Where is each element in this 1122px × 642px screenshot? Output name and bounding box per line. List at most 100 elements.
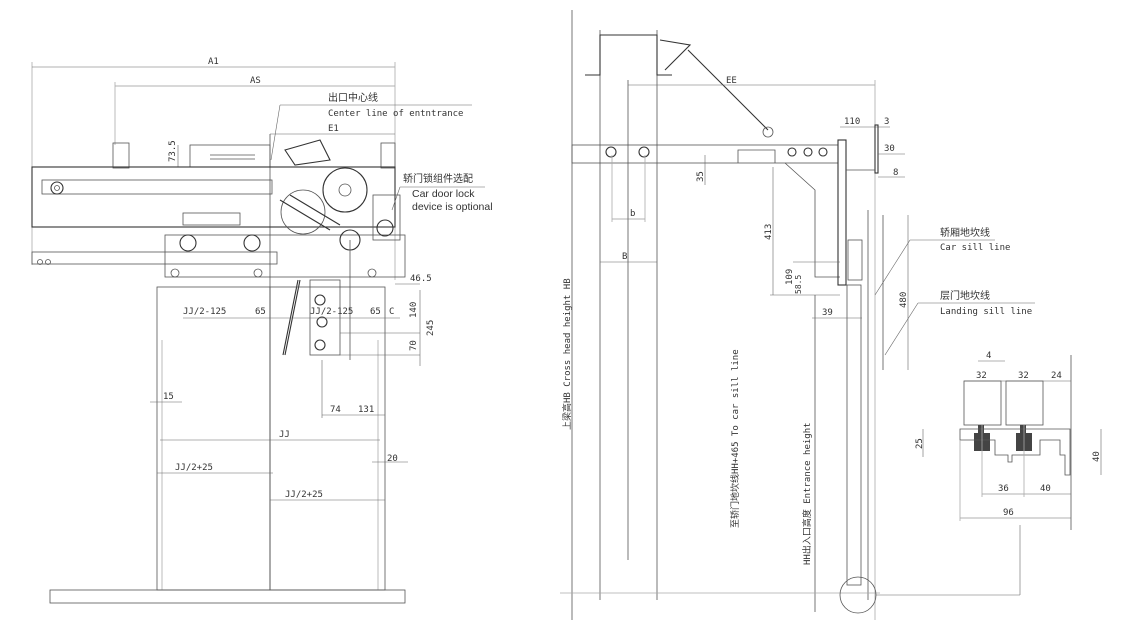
center-line-label-en: Center line of entntrance (328, 109, 463, 119)
beam-hole (638, 146, 650, 158)
lock-label-en-1: Car door lock (412, 188, 475, 200)
bolt (37, 259, 43, 265)
dim-24: 24 (1051, 371, 1062, 381)
vane-plate (309, 279, 341, 356)
dim-jj: JJ (279, 430, 290, 440)
hanger-detail (847, 239, 863, 281)
dim-40-bottom: 40 (1040, 484, 1051, 494)
bolt (170, 268, 180, 278)
lock-label-cn: 轿门锁组件选配 (403, 172, 473, 185)
hanger-bracket (182, 212, 241, 226)
lock-leader-2 (391, 186, 401, 211)
dim-20: 20 (387, 454, 398, 464)
right-door-shoe-block (1005, 380, 1044, 426)
landing-plate (874, 124, 879, 174)
landing-sill-leader-2 (884, 302, 919, 356)
bolt (253, 268, 263, 278)
sill-profile (959, 428, 1071, 476)
dim-73-5: 73.5 (168, 140, 178, 162)
dim-ee: EE (726, 76, 737, 86)
bolt (45, 259, 51, 265)
left-pulley (50, 181, 64, 195)
dim-413: 413 (764, 224, 774, 240)
operator-profile (784, 162, 840, 278)
motor (322, 167, 368, 213)
dim-3: 3 (884, 117, 889, 127)
dim-96: 96 (1003, 508, 1014, 518)
right-post (380, 142, 396, 169)
dim-b-small: b (630, 209, 635, 219)
linkage-rod (282, 279, 301, 356)
strut-bracket (659, 39, 692, 71)
dim-131: 131 (358, 405, 374, 415)
lock-roller-2 (376, 219, 394, 237)
cross-head-height-label: 上梁高HB Cross head height HB (561, 278, 573, 430)
dim-58-5: 58.5 (794, 275, 803, 294)
dim-25: 25 (915, 438, 925, 449)
dim-jj-half-plus-25-right: JJ/2+25 (285, 490, 323, 500)
dim-65-left: 65 (255, 307, 266, 317)
lock-label-en-2: device is optional (412, 201, 493, 213)
dim-jj-half-minus-125-left: JJ/2-125 (183, 307, 226, 317)
car-sill-label-en: Car sill line (940, 243, 1010, 253)
dim-245: 245 (426, 320, 436, 336)
center-line-leader-2 (270, 104, 281, 161)
vane-roller (314, 339, 326, 351)
sill-base (49, 589, 406, 604)
motor-hub (338, 183, 352, 197)
to-car-sill-label: 至轿门地坎线HH+465 To car sill line (729, 349, 741, 528)
dim-39: 39 (822, 308, 833, 318)
dim-35: 35 (696, 171, 706, 182)
landing-sill-label-cn: 层门地坎线 (940, 289, 990, 302)
top-bracket (585, 34, 672, 76)
top-bracket (189, 144, 271, 168)
door-panel-left (156, 286, 271, 591)
dim-140: 140 (409, 302, 419, 318)
dim-c: C (389, 307, 394, 317)
entrance-height-label: HH出入口高度 Entrance height (801, 422, 813, 565)
car-sill-leader-2 (874, 239, 911, 296)
dim-b-big: B (622, 252, 627, 262)
landing-sill-label-en: Landing sill line (940, 307, 1032, 317)
center-line-label-cn: 出口中心线 (328, 91, 378, 104)
beam-hole (818, 147, 828, 157)
dim-as: AS (250, 76, 261, 86)
dim-a1: A1 (208, 57, 219, 67)
vane-roller (314, 294, 326, 306)
dim-30: 30 (884, 144, 895, 154)
header-plate (31, 166, 396, 228)
sill-detail-callout (839, 576, 877, 614)
dim-15: 15 (163, 392, 174, 402)
beam-hole (787, 147, 797, 157)
door-track (31, 251, 278, 265)
dim-110: 110 (844, 117, 860, 127)
belt (41, 179, 273, 195)
beam-hole (605, 146, 617, 158)
dim-36: 36 (998, 484, 1009, 494)
dim-109: 109 (785, 269, 795, 285)
lock-device (372, 194, 401, 241)
dim-jj-half-plus-25-left: JJ/2+25 (175, 463, 213, 473)
dim-65-right: 65 (370, 307, 381, 317)
left-post (112, 142, 130, 169)
motor-bracket (284, 139, 331, 166)
dim-32-left: 32 (976, 371, 987, 381)
sill-detail: 4 32 32 24 25 40 36 40 96 (915, 351, 1102, 530)
diagonal-strut (687, 49, 769, 131)
dim-e1: E1 (328, 124, 339, 134)
hanger-roller-left (179, 234, 197, 252)
side-view: EE 110 3 30 8 35 b B 413 109 58.5 (560, 10, 1035, 620)
pulley-hub (54, 185, 60, 191)
beam-clip (737, 149, 776, 163)
dim-74: 74 (330, 405, 341, 415)
drive-disc (280, 189, 326, 235)
hanger-roller-right (243, 234, 261, 252)
car-sill-label-cn: 轿厢地坎线 (940, 226, 990, 239)
vane-roller (316, 316, 328, 328)
strut-pin (762, 126, 774, 138)
left-door-shoe-block (963, 380, 1002, 426)
drive-arm (279, 194, 341, 231)
dim-40-right: 40 (1092, 451, 1102, 462)
dim-70: 70 (409, 340, 419, 351)
beam-hole (803, 147, 813, 157)
